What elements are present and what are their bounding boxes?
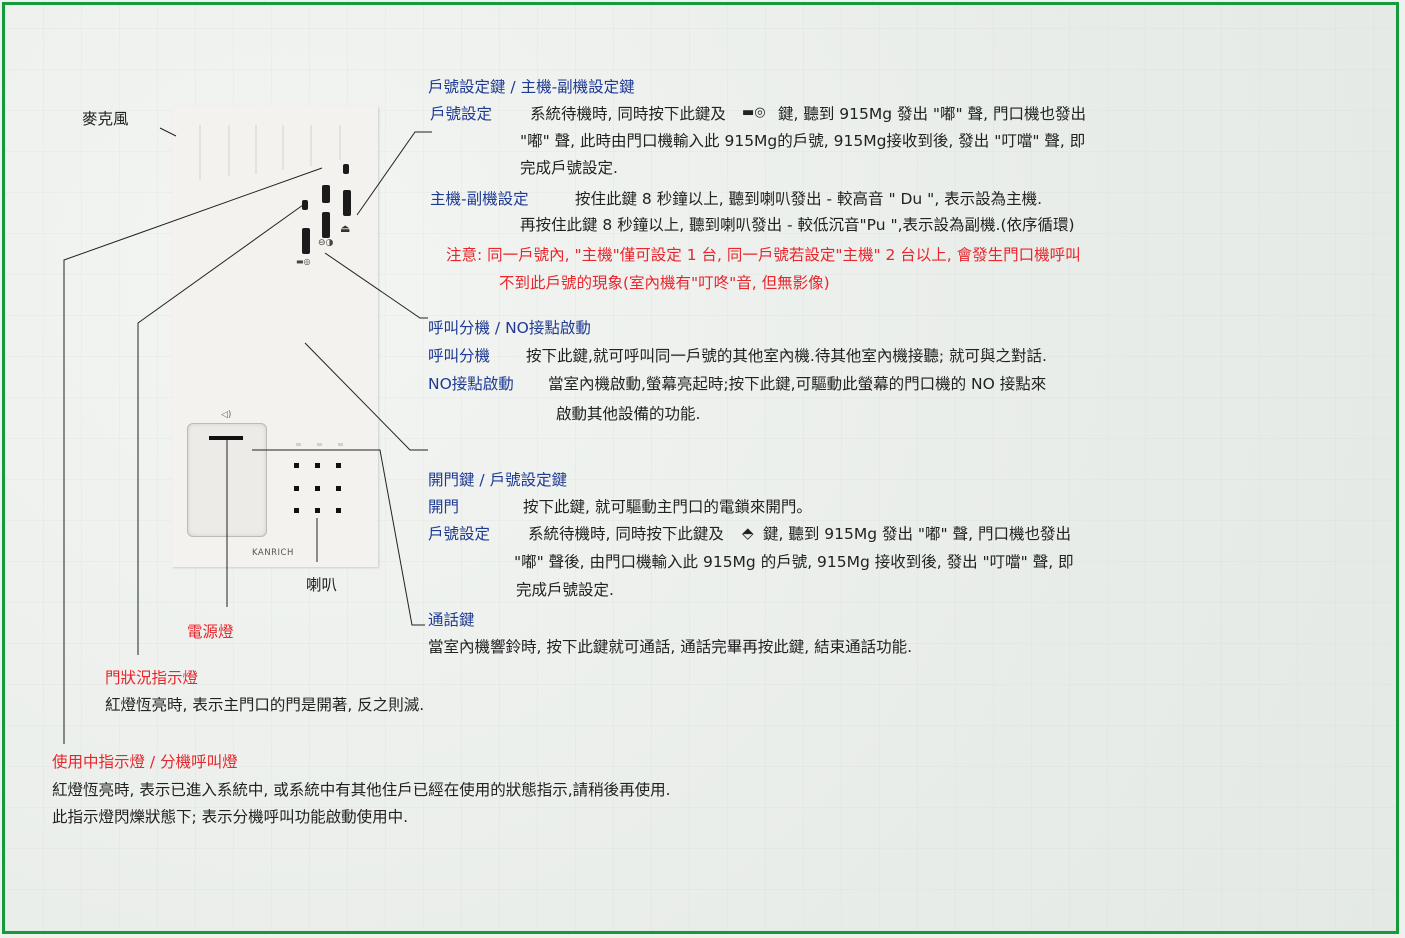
in-use-line2: 此指示燈閃爍狀態下; 表示分機呼叫功能啟動使用中. <box>52 808 409 826</box>
call-text: 按下此鍵,就可呼叫同一戶號的其他室內機.待其他室內機接聽; 就可與之對話. <box>526 347 1047 365</box>
microphone-label: 麥克風 <box>82 110 129 128</box>
door-unit-line2: "嘟" 聲後, 由門口機輸入此 915Mg 的戶號, 915Mg 接收到後, 發… <box>514 553 1074 571</box>
unit-set-label: 戶號設定 <box>430 105 493 123</box>
speaker-label: 喇叭 <box>306 576 338 594</box>
unit-set-line1b: 鍵, 聽到 915Mg 發出 "嘟" 聲, 門口機也發出 <box>778 105 1086 123</box>
unit-set-line3: 完成戶號設定. <box>520 159 618 177</box>
no-line1: 當室內機啟動,螢幕亮起時;按下此鍵,可驅動此螢幕的門口機的 NO 接點來 <box>548 375 1047 393</box>
open-label: 開門 <box>428 498 460 516</box>
call-extension-key[interactable] <box>322 185 330 203</box>
master-slave-label: 主機-副機設定 <box>430 190 529 208</box>
unit-set-line1: 系統待機時, 同時按下此鍵及 <box>530 105 726 123</box>
no-label: NO接點啟動 <box>428 375 514 393</box>
in-use-indicator-light <box>343 164 349 174</box>
power-light-bar <box>209 436 243 440</box>
door-unit-line3: 完成戶號設定. <box>516 581 614 599</box>
speaker-hole <box>315 508 320 513</box>
sound-icon: ◁) <box>221 410 232 420</box>
open-text: 按下此鍵, 就可驅動主門口的電鎖來開門。 <box>523 498 812 516</box>
key-icon: ▬◎ <box>742 105 766 120</box>
unit-master-title: 戶號設定鍵 / 主機-副機設定鍵 <box>428 78 635 96</box>
power-light-label: 電源燈 <box>187 623 234 641</box>
door-status-light <box>302 200 308 210</box>
in-use-line1: 紅燈恆亮時, 表示已進入系統中, 或系統中有其他住戶已經在使用的狀態指示,請稍後… <box>52 781 671 799</box>
master-slave-key[interactable] <box>322 212 330 238</box>
speaker-hole <box>336 508 341 513</box>
indicator-tiny <box>338 443 343 446</box>
note-line1: 注意: 同一戶號內, "主機"僅可設定 1 台, 同一戶號若設定"主機" 2 台… <box>446 246 1081 264</box>
door-status-text: 紅燈恆亮時, 表示主門口的門是開著, 反之則滅. <box>105 696 425 714</box>
unit-set-key[interactable] <box>343 190 351 216</box>
speaker-hole <box>294 486 299 491</box>
call-label: 呼叫分機 <box>428 347 491 365</box>
call-title: 呼叫分機 / NO接點啟動 <box>428 319 591 337</box>
speaker-hole <box>336 486 341 491</box>
key-icon: ⊖◑ <box>318 238 334 248</box>
brand-label: KANRICH <box>252 548 294 558</box>
indicator-tiny <box>296 443 301 446</box>
master-line2: 再按住此鍵 8 秒鐘以上, 聽到喇叭發出 - 較低沉音"Pu ",表示設為副機.… <box>520 216 1075 234</box>
door-title: 開門鍵 / 戶號設定鍵 <box>428 471 568 489</box>
speaker-hole <box>294 463 299 468</box>
bell-icon: ⏏ <box>340 222 351 235</box>
door-status-title: 門狀況指示燈 <box>105 669 199 687</box>
bell-icon: ⬘ <box>742 524 754 542</box>
no-line2: 啟動其他設備的功能. <box>556 405 701 423</box>
talk-key[interactable] <box>302 228 310 254</box>
note-line2: 不到此戶號的現象(室內機有"叮咚"音, 但無影像) <box>499 274 830 292</box>
speaker-hole <box>315 486 320 491</box>
speaker-hole <box>336 463 341 468</box>
door-unit-label: 戶號設定 <box>428 525 491 543</box>
unit-set-line2: "嘟" 聲, 此時由門口機輸入此 915Mg的戶號, 915Mg接收到後, 發出… <box>520 132 1086 150</box>
talk-title: 通話鍵 <box>428 611 475 629</box>
door-unit-line1b: 鍵, 聽到 915Mg 發出 "嘟" 聲, 門口機也發出 <box>763 525 1071 543</box>
talk-text: 當室內機響鈴時, 按下此鍵就可通話, 通話完畢再按此鍵, 結束通話功能. <box>428 638 912 656</box>
in-use-title: 使用中指示燈 / 分機呼叫燈 <box>52 753 238 771</box>
master-line1: 按住此鍵 8 秒鐘以上, 聽到喇叭發出 - 較高音 " Du ", 表示設為主機… <box>575 190 1043 208</box>
speaker-hole <box>294 508 299 513</box>
indicator-tiny <box>317 443 322 446</box>
door-unit-line1: 系統待機時, 同時按下此鍵及 <box>528 525 724 543</box>
speaker-hole <box>315 463 320 468</box>
speaker-small-icon: ▬◎ <box>296 257 311 266</box>
